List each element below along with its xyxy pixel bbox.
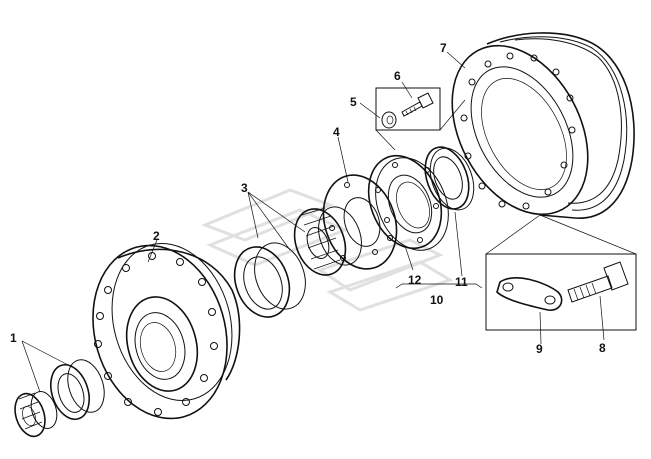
- callout-8: 8: [599, 341, 606, 355]
- bearing-cup-3: [233, 242, 306, 318]
- callout-12: 12: [408, 273, 422, 287]
- seal-housing-12: [367, 154, 449, 251]
- bearing-cone-1: [14, 391, 58, 438]
- callout-labels: 1 2 3 4 5 6 7 8 9 10 11 12: [10, 41, 606, 356]
- callout-11: 11: [455, 275, 468, 289]
- washer-5: [381, 111, 397, 129]
- lock-plate-9: [496, 277, 563, 311]
- callout-10: 10: [430, 293, 444, 307]
- callout-4: 4: [333, 125, 340, 139]
- callout-2: 2: [153, 229, 160, 243]
- callout-1: 1: [10, 331, 17, 345]
- bearing-cone-3: [293, 206, 362, 276]
- seal-ring-11: [424, 146, 475, 211]
- callout-3: 3: [241, 181, 248, 195]
- callout-5: 5: [350, 95, 357, 109]
- wheel-hub-2: [92, 242, 241, 420]
- brake-drum: [451, 32, 635, 219]
- hub-bolt-holes: [94, 252, 218, 416]
- bolt-6: [401, 92, 434, 117]
- bearing-cup-1: [50, 359, 105, 421]
- callout-6: 6: [394, 69, 401, 83]
- watermark-logo: [200, 188, 454, 312]
- bolt-washer-box: [375, 87, 441, 131]
- seal-plate-4: [322, 174, 398, 270]
- leader-lines: [21, 51, 637, 393]
- drum-bolt-holes: [460, 52, 576, 210]
- bolt-lockplate-box: [485, 253, 637, 331]
- callout-7: 7: [440, 41, 447, 55]
- callout-9: 9: [536, 342, 543, 356]
- bolt-8: [567, 261, 629, 303]
